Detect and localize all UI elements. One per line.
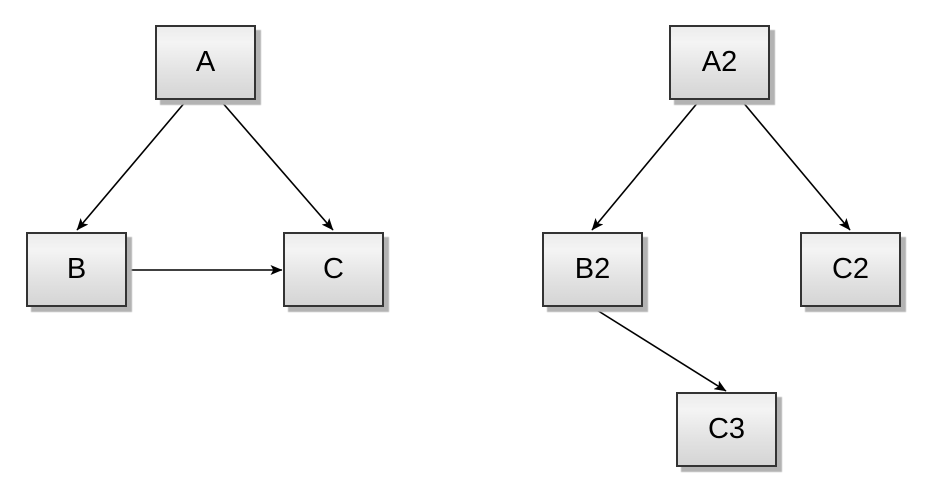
edge-B2-C3[interactable]: [591, 306, 727, 392]
node-C3[interactable]: C3: [676, 392, 777, 467]
node-C2[interactable]: C2: [800, 232, 901, 307]
node-label: A: [195, 46, 216, 78]
edge-A-C[interactable]: [220, 100, 334, 231]
edge-A2-B2[interactable]: [591, 100, 700, 231]
node-B2[interactable]: B2: [542, 232, 643, 307]
edge-A-B[interactable]: [76, 100, 187, 231]
node-label: C2: [831, 253, 870, 285]
node-label: C: [323, 253, 344, 285]
node-A[interactable]: A: [155, 25, 256, 100]
node-B[interactable]: B: [26, 232, 127, 307]
edge-A2-C2[interactable]: [741, 100, 851, 231]
node-label: C3: [707, 413, 746, 445]
node-label: B: [66, 253, 87, 285]
node-A2[interactable]: A2: [669, 25, 770, 100]
node-label: B2: [574, 253, 611, 285]
node-C[interactable]: C: [283, 232, 384, 307]
node-label: A2: [701, 46, 738, 78]
